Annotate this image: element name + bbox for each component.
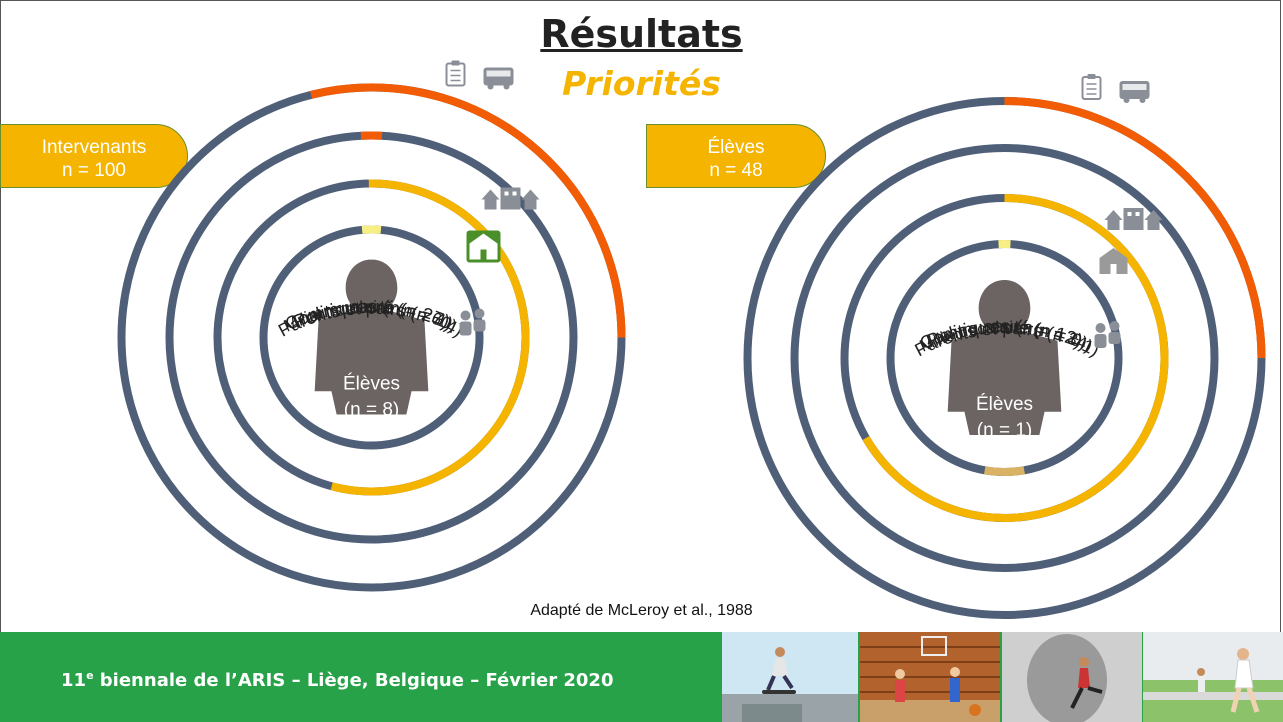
- people-icon: [460, 310, 471, 321]
- footer-label: biennale de l’ARIS – Liège, Belgique – F…: [93, 670, 614, 691]
- bus-icon-window: [1122, 84, 1147, 90]
- people-icon-body2: [1108, 332, 1121, 344]
- houses-icon: [481, 189, 500, 210]
- school-icon: [1099, 248, 1128, 274]
- footer-ordinal: 11: [61, 670, 87, 691]
- bus-icon-wheel: [1139, 97, 1146, 103]
- arc-milieu: [330, 179, 530, 496]
- tab-intervenants: Intervenants n = 100: [0, 124, 188, 188]
- tab-label: Élèves: [707, 137, 765, 158]
- label-eleves-n: (n = 1): [977, 420, 1032, 441]
- bus-icon-wheel: [1123, 97, 1130, 103]
- school-icon-door: [480, 249, 487, 260]
- people-icon-body2: [473, 319, 486, 332]
- people-icon-body: [1094, 334, 1107, 348]
- arc-politiques: [1004, 97, 1266, 359]
- school-icon: [469, 233, 498, 260]
- slide-title: Résultats: [540, 12, 743, 56]
- houses-icon: [1104, 210, 1123, 230]
- source-caption: Adapté de McLeroy et al., 1988: [530, 602, 753, 619]
- footer-text: 11e biennale de l’ARIS – Liège, Belgique…: [61, 669, 613, 691]
- bus-icon-wheel: [503, 83, 510, 90]
- student-silhouette-icon: [947, 280, 1062, 435]
- ecological-model-diagram: Politiques (n = 27)Communauté (n = 1)Mil…: [117, 60, 1266, 619]
- houses-icon-house2: [521, 189, 540, 210]
- people-icon-head2: [1109, 321, 1120, 331]
- photo-skateboarder: [722, 632, 858, 722]
- tab-n: n = 48: [709, 160, 763, 181]
- clipboard-icon: [445, 62, 466, 87]
- school-icon-door: [1110, 264, 1117, 274]
- tab-eleves: Élèves n = 48: [646, 124, 826, 188]
- people-icon: [1095, 323, 1106, 333]
- label-eleves: Élèves: [343, 374, 400, 395]
- footer-superscript: e: [86, 669, 94, 682]
- photo-wall-kick: [1002, 632, 1142, 722]
- student-silhouette-icon: [314, 259, 429, 415]
- photo-gym: [860, 632, 1000, 722]
- ring-communaute: [790, 144, 1219, 572]
- houses-icon-building: [1123, 208, 1144, 230]
- photo-runners: [1143, 632, 1283, 722]
- label-eleves: Élèves: [976, 394, 1033, 415]
- arc-eleves: [984, 466, 1025, 476]
- arc-milieu: [862, 194, 1169, 522]
- houses-icon-building: [500, 187, 521, 210]
- clipboard-icon-clip: [451, 60, 460, 66]
- bus-icon-window: [486, 70, 511, 77]
- clipboard-icon: [1081, 76, 1102, 100]
- people-icon-head2: [474, 308, 485, 319]
- slide-subtitle: Priorités: [562, 64, 721, 103]
- houses-icon-window: [504, 191, 509, 196]
- houses-icon-window: [512, 191, 517, 196]
- houses-icon-house2: [1144, 210, 1163, 230]
- tab-n: n = 100: [62, 160, 126, 181]
- houses-icon-window: [1135, 212, 1140, 216]
- clipboard-icon-clip: [1087, 74, 1096, 79]
- tab-label: Intervenants: [41, 137, 147, 158]
- people-icon-body: [459, 321, 472, 336]
- label-eleves-n: (n = 8): [344, 400, 399, 421]
- houses-icon-window: [1127, 212, 1132, 216]
- arc-politiques: [310, 83, 626, 338]
- bus-icon-wheel: [487, 83, 494, 90]
